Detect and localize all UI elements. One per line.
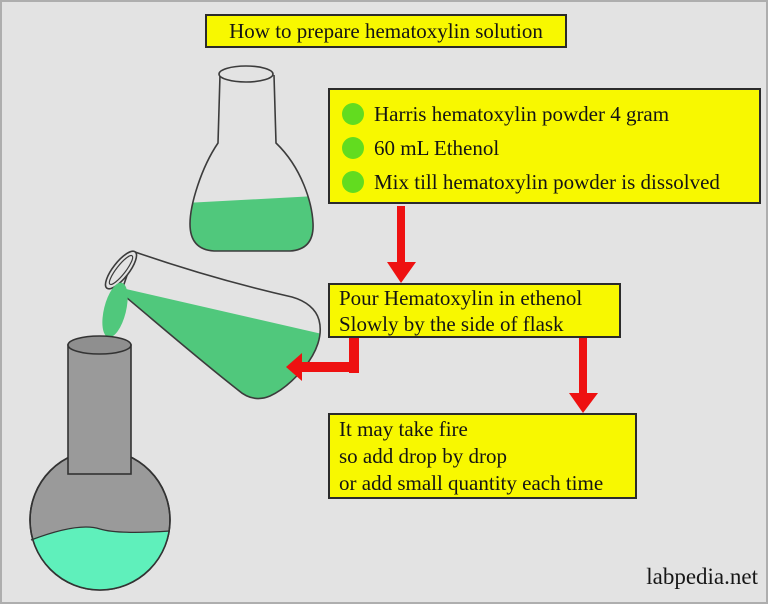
watermark: labpedia.net: [646, 564, 758, 589]
list-item: Mix till hematoxylin powder is dissolved: [338, 165, 751, 199]
arrow-pour-to-flask: [286, 337, 359, 381]
warning-line-2: so add drop by drop: [339, 444, 507, 468]
list-item: 60 mL Ethenol: [338, 131, 751, 165]
pour-line-1: Pour Hematoxylin in ethenol: [339, 286, 583, 310]
green-solution-fill: [190, 196, 314, 251]
green-bullet-icon: [342, 103, 364, 125]
page-title: How to prepare hematoxylin solution: [229, 19, 543, 43]
flask-neck-opening: [67, 335, 132, 355]
flask-mouth-inner-rim: [108, 254, 134, 286]
ingredients-box: Harris hematoxylin powder 4 gram 60 mL E…: [328, 88, 761, 204]
list-item: Harris hematoxylin powder 4 gram: [338, 97, 751, 131]
liquid-surface-line: [30, 526, 171, 541]
round-bottom-flask: [29, 335, 171, 591]
pour-instruction-box: Pour Hematoxylin in ethenol Slowly by th…: [328, 283, 621, 338]
flask-outline: [189, 74, 314, 252]
title-box: How to prepare hematoxylin solution: [205, 14, 567, 48]
arrow-ingredients-to-pour: [387, 206, 416, 283]
flask-mouth: [218, 65, 274, 83]
pouring-flask: [102, 250, 321, 400]
ingredient-label: Mix till hematoxylin powder is dissolved: [374, 170, 720, 194]
warning-box: It may take fire so add drop by drop or …: [328, 413, 637, 499]
green-bullet-icon: [342, 137, 364, 159]
green-solution-fill: [121, 283, 321, 399]
ingredient-label: Harris hematoxylin powder 4 gram: [374, 102, 670, 126]
warning-line-1: It may take fire: [339, 417, 468, 441]
ingredient-label: 60 mL Ethenol: [374, 136, 500, 160]
teal-solution-fill: [30, 527, 170, 590]
erlenmeyer-flask-upright: [189, 65, 314, 252]
green-bullet-icon: [342, 171, 364, 193]
pour-stream: [102, 282, 128, 338]
warning-line-3: or add small quantity each time: [339, 471, 604, 495]
flask-neck: [67, 344, 132, 475]
flask-mouth: [104, 250, 138, 290]
arrow-pour-to-warning: [569, 337, 598, 413]
pour-line-2: Slowly by the side of flask: [339, 312, 564, 336]
